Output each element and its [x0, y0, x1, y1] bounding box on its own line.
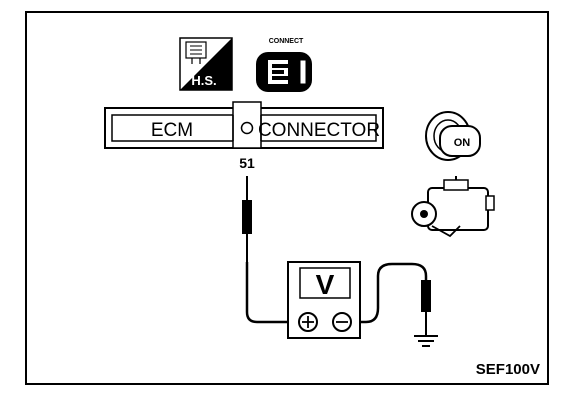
positive-probe — [242, 176, 252, 262]
ignition-on-label: ON — [454, 137, 471, 149]
figure-reference: SEF100V — [476, 361, 540, 378]
voltmeter: V — [287, 261, 361, 339]
connector-right-label: CONNECTOR — [258, 120, 380, 141]
connect-label: CONNECT — [269, 38, 304, 45]
harness-side-icon: H.S. — [179, 37, 233, 91]
connector-left-label: ECM — [151, 120, 193, 141]
positive-lead-wire — [245, 262, 300, 324]
ground-probe — [421, 280, 431, 336]
ignition-key-icon: ON — [425, 111, 481, 161]
negative-lead-wire — [352, 262, 428, 324]
ground-symbol — [414, 335, 438, 347]
connector-terminal-circle — [240, 121, 254, 135]
connect-icon: CONNECT — [256, 38, 312, 92]
engine-icon — [411, 176, 495, 238]
hs-label: H.S. — [191, 73, 216, 88]
voltmeter-label: V — [316, 269, 335, 300]
terminal-number-label: 51 — [239, 155, 255, 171]
ecm-connector: ECM CONNECTOR — [104, 101, 384, 149]
